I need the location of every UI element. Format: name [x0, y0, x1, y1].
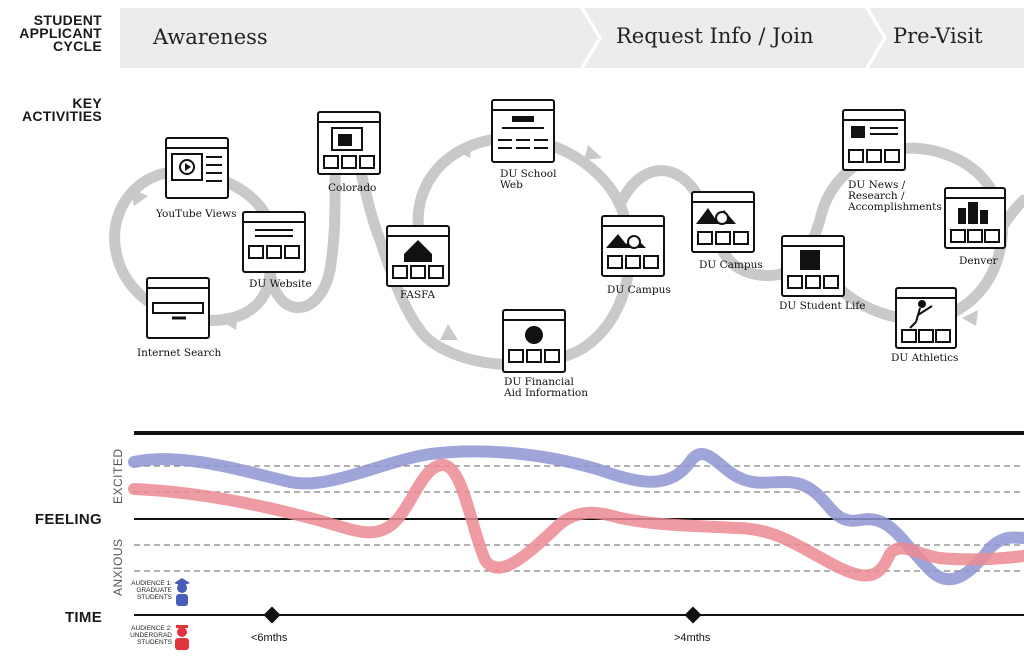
activity-label-campus-1: DU Campus: [607, 284, 671, 296]
activity-label-news: DU News / Research / Accomplishments: [848, 179, 942, 213]
stage-chevron-previsit: [869, 8, 1024, 68]
activity-label-du-website: DU Website: [249, 278, 312, 290]
activity-card-du-website: [242, 211, 306, 273]
activity-card-athletics: [895, 287, 957, 349]
undergrad-feeling-curve: [128, 458, 1024, 582]
activity-label-school-web: DU School Web: [500, 168, 557, 191]
activity-card-school-web: [491, 99, 555, 163]
activity-card-colorado: [317, 111, 381, 175]
time-row-label: TIME: [64, 609, 102, 626]
time-markers: [263, 606, 702, 624]
activity-card-campus-1: [601, 215, 665, 277]
loop-arrow: [220, 312, 238, 330]
time-marker-diamond: [263, 606, 281, 624]
activity-card-campus-2: [691, 191, 755, 253]
time-marker-diamond: [684, 606, 702, 624]
time-label-4mths: >4mths: [674, 632, 711, 644]
stage-pre-visit: Pre-Visit: [893, 24, 983, 48]
loop-arrow: [130, 188, 148, 206]
loop-arrow: [455, 140, 472, 158]
stage-awareness: Awareness: [153, 25, 268, 49]
activity-label-fasfa: FASFA: [400, 289, 436, 301]
time-label-6mths: <6mths: [251, 632, 288, 644]
stage-banner: [120, 8, 1024, 68]
loop-arrow: [584, 145, 602, 160]
stage-chevron-request: [584, 8, 883, 68]
feeling-row-label: FEELING: [34, 511, 102, 528]
activity-label-student-life: DU Student Life: [779, 300, 866, 312]
activity-label-colorado: Colorado: [328, 182, 377, 194]
activity-card-search: [146, 277, 210, 339]
audience-2-label: AUDIENCE 2: UNDERGRAD STUDENTS: [130, 625, 172, 646]
audience-1-label: AUDIENCE 1: GRADUATE STUDENTS: [131, 580, 172, 601]
axis-label-excited: EXCITED: [111, 448, 125, 504]
stage-chevron-awareness: [120, 8, 598, 68]
activity-card-financial-aid: [502, 309, 566, 373]
activity-label-search: Internet Search: [137, 347, 222, 359]
graduate-feeling-curve: [128, 445, 1024, 586]
activity-label-athletics: DU Athletics: [891, 352, 959, 364]
activity-card-news: [842, 109, 906, 171]
activity-card-fasfa: [386, 225, 450, 287]
activity-card-denver: [944, 187, 1006, 249]
activity-label-youtube: YouTube Views: [156, 208, 237, 220]
activity-label-financial-aid: DU Financial Aid Information: [504, 376, 589, 399]
stage-request-info: Request Info / Join: [616, 24, 814, 48]
activity-card-student-life: [781, 235, 845, 297]
activity-card-youtube: [165, 137, 229, 199]
loop-arrow: [962, 310, 978, 326]
loop-arrow: [440, 324, 458, 340]
activity-cards: [146, 99, 1006, 373]
graduate-person-icon: [174, 578, 190, 606]
activity-label-denver: Denver: [959, 255, 998, 267]
activity-label-campus-2: DU Campus: [699, 259, 763, 271]
cycle-row-label: STUDENT APPLICANT CYCLE: [19, 12, 102, 54]
activities-row-label: KEY ACTIVITIES: [21, 95, 102, 124]
student-person-icon: [175, 625, 189, 650]
